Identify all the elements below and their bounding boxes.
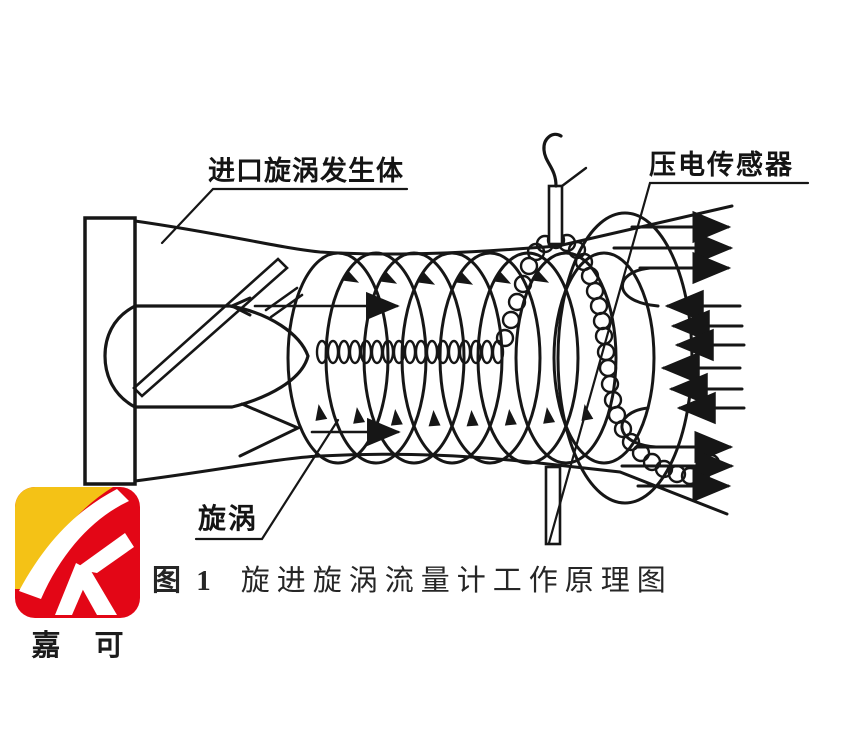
- logo-k-arm: [75, 533, 134, 573]
- exit-flow-arrows: [612, 210, 746, 503]
- piezo-sensor-probe: [542, 132, 588, 546]
- label-leader-lines: [160, 181, 810, 545]
- figure-number: 图 1: [152, 565, 215, 597]
- figure-title: 旋进旋涡流量计工作原理图: [240, 565, 673, 597]
- vortex-core-coil: [315, 339, 505, 365]
- label-vortex: 旋涡: [198, 503, 259, 534]
- axis-flow-arrows: [253, 291, 401, 447]
- jiake-logo: [15, 487, 140, 623]
- jiake-logo-mark: [15, 487, 140, 618]
- figure-caption: 图 1 旋进旋涡流量计工作原理图: [152, 557, 673, 599]
- logo-k-left-leg: [55, 563, 91, 615]
- swirl-loops: [286, 251, 656, 465]
- label-inlet-vortex-generator: 进口旋涡发生体: [208, 156, 404, 186]
- logo-k-right-leg: [78, 571, 117, 615]
- label-piezo-sensor: 压电传感器: [649, 150, 794, 180]
- logo-white-swoosh: [19, 489, 129, 599]
- logo-text: 嘉 可: [31, 630, 137, 662]
